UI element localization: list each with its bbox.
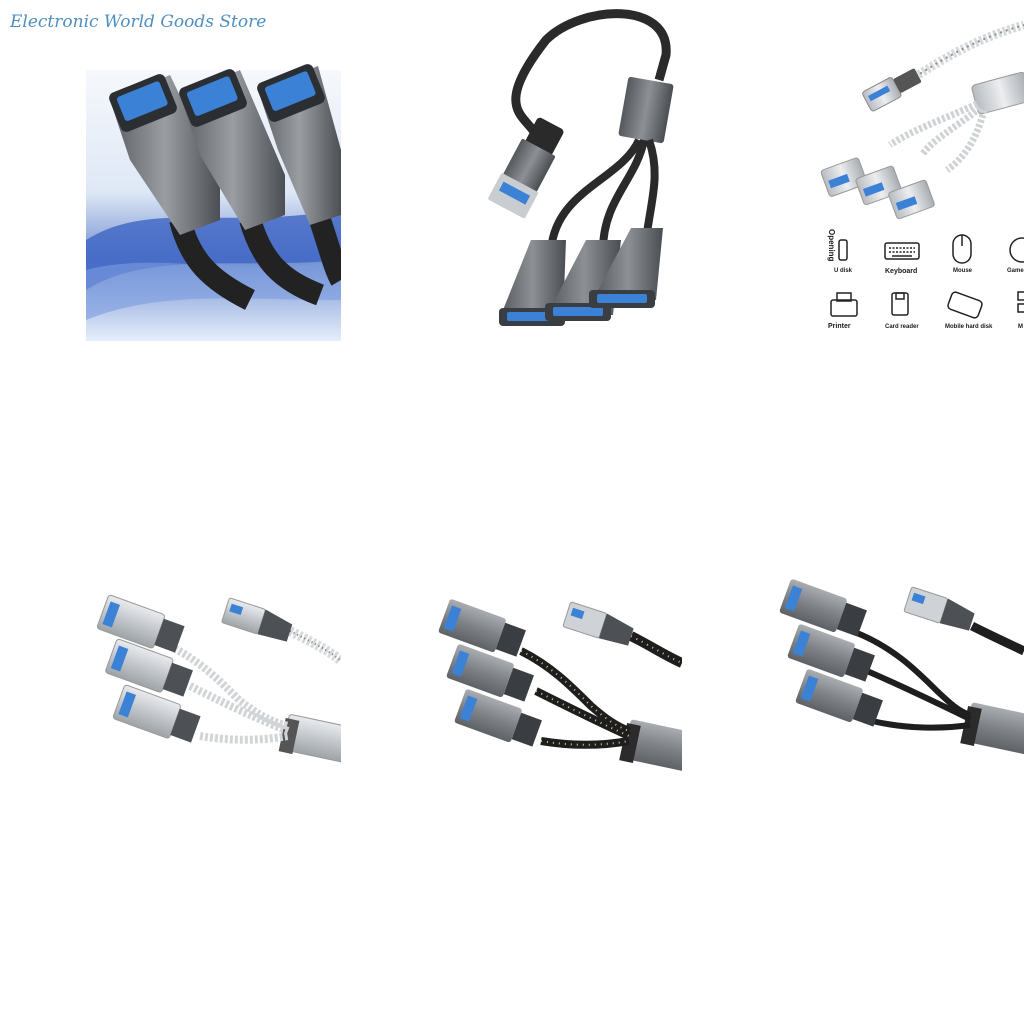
usb-port-3	[257, 64, 341, 225]
splitter-braided-black-photo	[438, 599, 682, 773]
splitter-silver-image	[0, 341, 341, 1024]
more-icon	[1017, 291, 1024, 313]
silver-splitter-port-3	[112, 684, 201, 743]
splitter-black-image	[341, 0, 682, 341]
black-splitter-port-1	[438, 599, 526, 657]
more-label: M	[1018, 324, 1023, 330]
closeup-ports-photo	[86, 64, 341, 341]
keyboard-label: Keyboard	[885, 268, 918, 275]
silver-port-1	[820, 157, 868, 197]
silver-port-3	[888, 179, 935, 220]
compatibility-photo	[820, 20, 1024, 319]
splitter-plain-black-image	[682, 341, 1024, 1024]
compatibility-image: Opening U disk Keyboard Mouse Game Print…	[682, 0, 1024, 341]
plain-splitter-port-3	[795, 669, 883, 727]
printer-icon	[830, 292, 858, 317]
keyboard-icon	[884, 242, 920, 260]
opening-label: Opening	[827, 229, 836, 262]
splitter-plain-black-photo	[779, 579, 1024, 756]
card-reader-label: Card reader	[885, 324, 919, 330]
game-label: Game	[1007, 268, 1024, 274]
store-watermark: Electronic World Goods Store	[10, 12, 267, 32]
black-splitter-port-2	[446, 644, 534, 702]
plain-splitter-port-2	[787, 624, 875, 682]
splitter-silver-photo	[96, 594, 341, 764]
usb-port-2	[179, 69, 285, 230]
game-icon	[1009, 237, 1024, 263]
splitter-black-photo	[488, 9, 674, 326]
splitter-braided-black-image	[341, 341, 682, 1024]
silver-splitter-port-2	[105, 638, 193, 697]
mobile-hard-disk-label: Mobile hard disk	[945, 324, 993, 330]
u-disk-icon	[838, 239, 848, 261]
plain-splitter-port-1	[779, 579, 867, 637]
usb-port-1	[109, 74, 220, 235]
mouse-icon	[952, 234, 972, 264]
closeup-ports-image: Electronic World Goods Store	[0, 0, 341, 341]
splitter-port-3	[589, 228, 663, 308]
silver-splitter-port-1	[96, 594, 185, 653]
mobile-hard-disk-icon	[947, 291, 983, 319]
u-disk-label: U disk	[834, 268, 853, 274]
black-splitter-port-3	[454, 689, 542, 747]
mouse-label: Mouse	[953, 268, 973, 274]
printer-label: Printer	[828, 323, 851, 330]
card-reader-icon	[891, 292, 909, 316]
